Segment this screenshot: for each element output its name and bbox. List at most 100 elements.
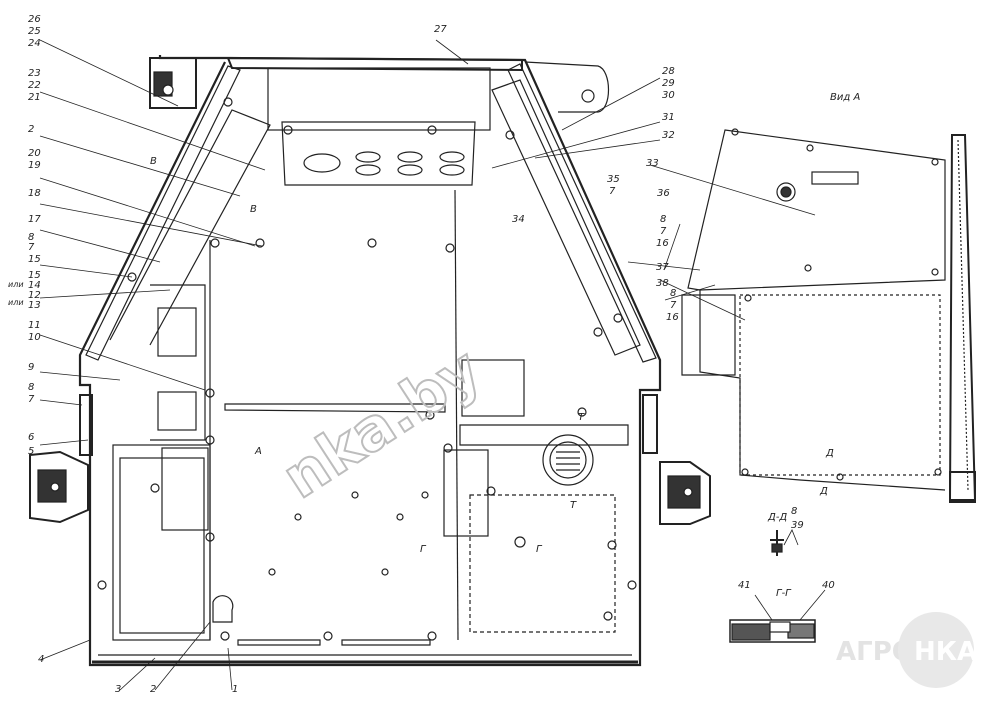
label-33: 33 xyxy=(646,158,659,169)
section-mark-d1: Д xyxy=(825,448,834,459)
roof-rail xyxy=(226,56,523,72)
label-4: 4 xyxy=(38,654,44,665)
section-mark-b2: В xyxy=(250,204,257,215)
label-29: 29 xyxy=(662,78,675,89)
left-side-box xyxy=(150,284,206,441)
label-27: 27 xyxy=(434,24,447,35)
label-ili-2: или xyxy=(8,298,24,307)
bottom-fitting xyxy=(212,595,234,623)
label-25: 25 xyxy=(28,26,41,37)
label-2-top: 2 xyxy=(28,124,34,135)
hinge-top-left xyxy=(149,57,197,109)
label-8d: 8 xyxy=(670,288,676,299)
label-2-bottom: 2 xyxy=(150,684,156,695)
label-20: 20 xyxy=(28,148,41,159)
bottom-strips xyxy=(237,639,431,646)
side-door-outline xyxy=(739,294,941,476)
left-lower-panel xyxy=(112,444,211,641)
section-mark-t2: Т xyxy=(570,500,577,511)
center-separator xyxy=(454,189,459,641)
label-32: 32 xyxy=(662,130,675,141)
side-roof-panel xyxy=(687,129,946,291)
left-door-post xyxy=(79,394,93,456)
label-16b: 16 xyxy=(666,312,679,323)
relay-box-lower xyxy=(157,391,197,431)
leader-lines xyxy=(39,39,826,691)
label-7d: 7 xyxy=(660,226,667,237)
label-7c: 7 xyxy=(609,186,616,197)
label-19: 19 xyxy=(28,160,41,171)
label-8e: 8 xyxy=(791,506,797,517)
relay-box-upper xyxy=(157,307,197,357)
main-cabin-view xyxy=(29,55,711,667)
label-8a: 8 xyxy=(28,232,34,243)
fastener-bolts xyxy=(97,97,637,641)
right-bracket-box xyxy=(443,449,489,537)
side-lower-contour xyxy=(699,290,946,491)
section-gg-profile xyxy=(729,619,816,643)
watermark-text: nka.by xyxy=(271,335,493,512)
middle-rail xyxy=(224,403,446,413)
label-5: 5 xyxy=(28,446,34,457)
label-22: 22 xyxy=(28,80,41,91)
label-ili-1: или xyxy=(8,280,24,289)
label-39: 39 xyxy=(791,520,804,531)
label-16a: 16 xyxy=(656,238,669,249)
callout-labels: 26 25 24 27 23 22 21 2 20 19 18 17 8 7 1… xyxy=(8,14,860,695)
right-lower-panel xyxy=(469,494,616,633)
hinge-top-right xyxy=(524,61,609,113)
label-21: 21 xyxy=(28,92,41,103)
section-mark-b1: В xyxy=(150,156,157,167)
section-title-gg: Г-Г xyxy=(776,588,792,599)
label-38: 38 xyxy=(656,278,669,289)
section-mark-t1: Т xyxy=(578,412,585,423)
label-7e: 7 xyxy=(670,300,677,311)
right-pillar-panel xyxy=(491,79,641,356)
label-40: 40 xyxy=(822,580,835,591)
label-23: 23 xyxy=(28,68,41,79)
label-8c: 8 xyxy=(660,214,666,225)
label-12: 12 xyxy=(28,290,41,301)
label-35: 35 xyxy=(607,174,620,185)
label-9: 9 xyxy=(28,362,34,373)
label-6: 6 xyxy=(28,432,34,443)
label-view-a: Вид А xyxy=(830,92,860,103)
label-14: 14 xyxy=(28,280,41,291)
label-13: 13 xyxy=(28,300,41,311)
agronka-logo: АГРО НКА xyxy=(836,612,977,688)
label-34: 34 xyxy=(512,214,525,225)
hinge-right-side xyxy=(659,461,711,525)
right-mount-plate xyxy=(459,424,629,446)
console-lamps xyxy=(303,151,465,176)
section-details xyxy=(729,530,816,643)
label-10: 10 xyxy=(28,332,41,343)
top-console xyxy=(281,121,476,186)
section-mark-a: А xyxy=(254,446,262,457)
label-24: 24 xyxy=(28,38,41,49)
section-mark-d2: Д xyxy=(819,486,828,497)
speaker-grille xyxy=(542,434,594,486)
label-8b: 8 xyxy=(28,382,34,393)
central-control-box xyxy=(461,359,525,417)
label-15b: 15 xyxy=(28,270,41,281)
label-15a: 15 xyxy=(28,254,41,265)
label-17: 17 xyxy=(28,214,41,225)
side-view-a xyxy=(681,128,977,503)
section-mark-g1: Г xyxy=(420,544,427,555)
side-port xyxy=(776,182,796,202)
label-18: 18 xyxy=(28,188,41,199)
label-1: 1 xyxy=(232,684,238,695)
side-bottom-hinge xyxy=(949,471,976,503)
left-pillar-panel xyxy=(109,109,271,346)
label-7a: 7 xyxy=(28,242,35,253)
label-7b: 7 xyxy=(28,394,35,405)
label-11: 11 xyxy=(28,320,41,331)
label-31: 31 xyxy=(662,112,675,123)
logo-circle xyxy=(898,612,974,688)
left-front-pillar xyxy=(85,65,241,361)
cabin-outer-contour xyxy=(78,55,662,667)
top-window-frame xyxy=(267,67,491,131)
label-26: 26 xyxy=(28,14,41,25)
label-3: 3 xyxy=(115,684,121,695)
